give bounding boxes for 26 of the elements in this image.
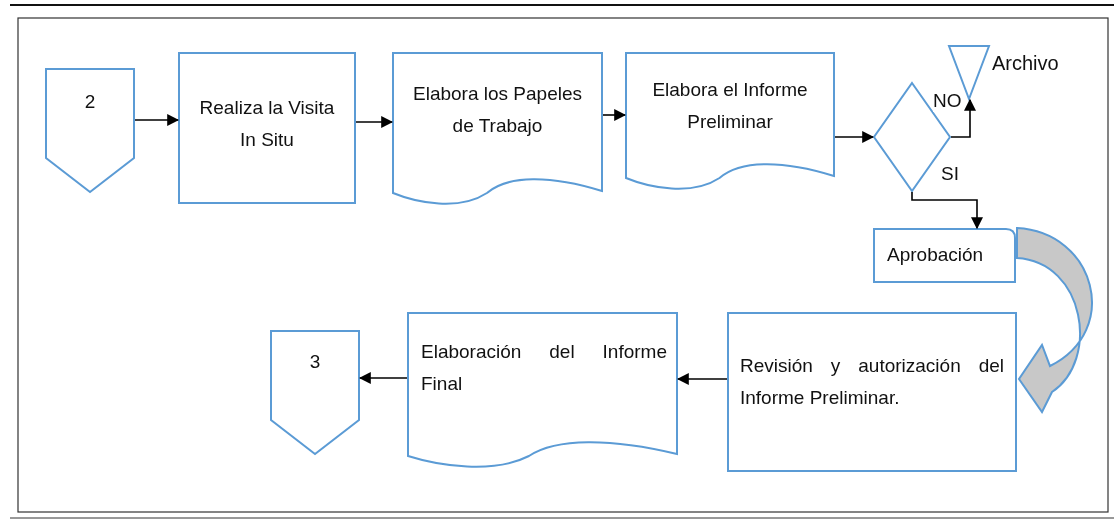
process-box <box>727 312 1017 472</box>
node-text: Elaboración del Informe Final <box>421 340 667 396</box>
block-arrow <box>1016 227 1093 413</box>
arrow <box>950 98 976 138</box>
arrow <box>676 373 728 385</box>
node-caption: Archivo <box>992 52 1059 75</box>
document-shape <box>407 312 678 468</box>
node-text: 2 <box>83 90 97 114</box>
arrow <box>834 131 875 143</box>
node-text: Elabora el Informe Preliminar <box>651 78 809 134</box>
off-page-connector <box>270 330 360 455</box>
process-box <box>178 52 356 204</box>
arrow <box>358 372 408 384</box>
arrow <box>134 114 180 126</box>
arrow <box>602 109 627 121</box>
document-shape <box>625 52 835 190</box>
node-text: Aprobación <box>887 243 985 267</box>
off-page-connector <box>45 68 135 193</box>
arrow <box>355 116 394 128</box>
node-text: 3 <box>308 350 322 374</box>
process-box <box>873 228 1016 283</box>
node-text: Revisión y autorización del Informe Preliminar. <box>740 354 1004 410</box>
node-text: Elabora los Papeles de Trabajo <box>412 82 583 138</box>
document-shape <box>392 52 603 205</box>
node-text: Realiza la Visita In Situ <box>198 96 336 152</box>
arrow <box>911 191 983 230</box>
